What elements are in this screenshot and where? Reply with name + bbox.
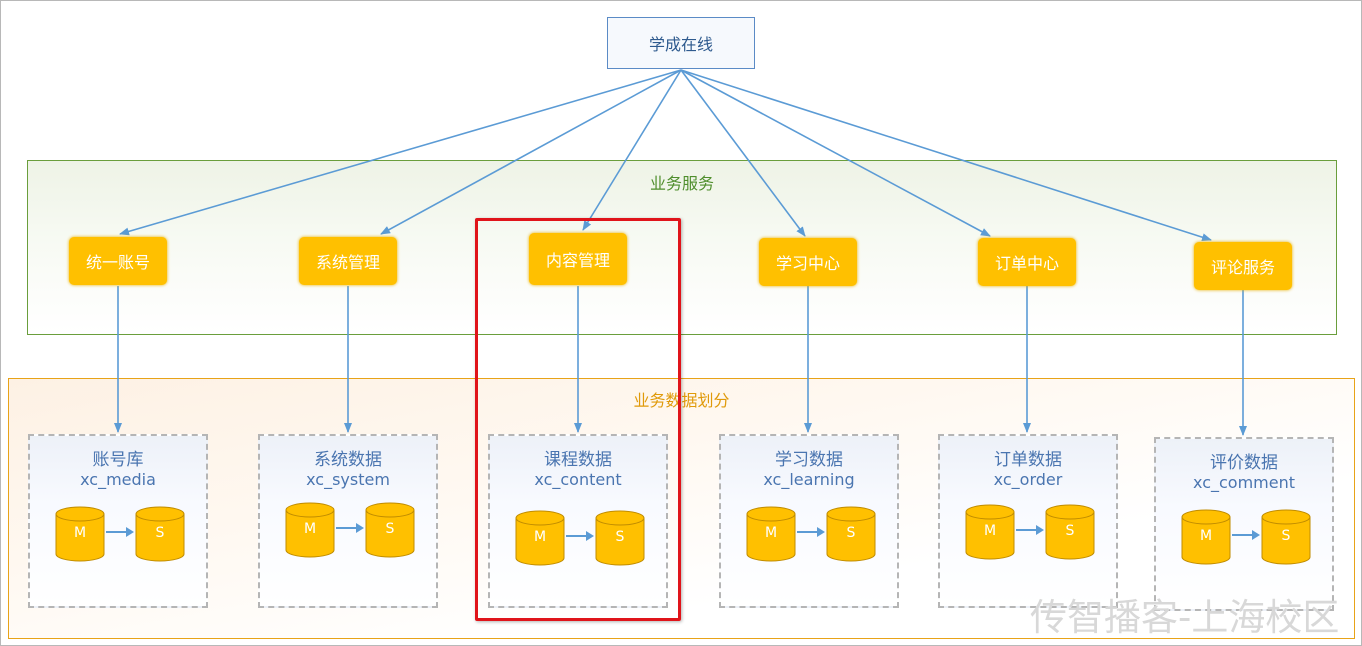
- content-highlight-box: [475, 218, 681, 621]
- db-title: 系统数据: [314, 450, 382, 470]
- master-db-icon: M: [745, 506, 797, 562]
- replication-arrow-icon: [1016, 525, 1044, 535]
- service-system: 系统管理: [299, 237, 397, 285]
- db-schema: xc_content: [534, 470, 622, 489]
- db-schema: xc_system: [306, 470, 390, 489]
- master-label: M: [73, 525, 87, 541]
- replication-arrow-icon: [566, 531, 594, 541]
- master-db-icon: M: [514, 510, 566, 566]
- slave-db-icon: S: [134, 506, 186, 562]
- data-partition-region: 业务数据划分: [8, 378, 1355, 639]
- db-content: 课程数据 xc_content M S: [488, 434, 668, 608]
- db-title: 课程数据: [544, 450, 612, 470]
- slave-db-icon: S: [1044, 504, 1096, 560]
- slave-db-icon: S: [825, 506, 877, 562]
- root-node: 学成在线: [607, 17, 755, 69]
- arrow-root-to-system: [380, 69, 682, 235]
- slave-label: S: [155, 525, 165, 541]
- arrow-root-to-order: [680, 69, 991, 237]
- business-services-region: 业务服务: [27, 160, 1337, 335]
- db-comment: 评价数据 xc_comment M S: [1154, 437, 1334, 611]
- slave-label: S: [1281, 528, 1291, 544]
- data-partition-title: 业务数据划分: [633, 391, 730, 410]
- replication-arrow-icon: [797, 527, 825, 537]
- db-learning: 学习数据 xc_learning M S: [719, 434, 899, 608]
- db-system: 系统数据 xc_system M S: [258, 434, 438, 608]
- slave-db-icon: S: [594, 510, 646, 566]
- service-account: 统一账号: [69, 237, 167, 285]
- service-learning: 学习中心: [759, 238, 857, 286]
- slave-label: S: [1065, 523, 1075, 539]
- service-comment: 评论服务: [1194, 242, 1292, 290]
- db-schema: xc_learning: [763, 470, 855, 489]
- service-content: 内容管理: [529, 233, 627, 285]
- service-order: 订单中心: [978, 238, 1076, 286]
- db-schema: xc_media: [80, 470, 156, 489]
- master-label: M: [303, 521, 317, 537]
- master-db-icon: M: [964, 504, 1016, 560]
- arrow-root-to-comment: [680, 69, 1212, 242]
- master-label: M: [1199, 528, 1213, 544]
- db-account: 账号库 xc_media M S: [28, 434, 208, 608]
- db-schema: xc_order: [993, 470, 1063, 489]
- master-label: M: [764, 525, 778, 541]
- master-db-icon: M: [284, 502, 336, 558]
- db-title: 订单数据: [994, 450, 1062, 470]
- slave-label: S: [846, 525, 856, 541]
- replication-arrow-icon: [1232, 530, 1260, 540]
- master-label: M: [533, 529, 547, 545]
- master-db-icon: M: [54, 506, 106, 562]
- replication-arrow-icon: [106, 527, 134, 537]
- watermark: 传智播客-上海校区: [1030, 596, 1340, 639]
- slave-label: S: [385, 521, 395, 537]
- slave-db-icon: S: [364, 502, 416, 558]
- arrow-root-to-content: [582, 69, 682, 231]
- business-services-title: 业务服务: [649, 174, 714, 193]
- db-order: 订单数据 xc_order M S: [938, 434, 1118, 608]
- master-label: M: [983, 523, 997, 539]
- db-title: 账号库: [92, 450, 144, 470]
- master-db-icon: M: [1180, 509, 1232, 565]
- db-schema: xc_comment: [1193, 473, 1295, 492]
- slave-db-icon: S: [1260, 509, 1312, 565]
- replication-arrow-icon: [336, 523, 364, 533]
- arrow-root-to-account: [119, 69, 682, 236]
- db-title: 评价数据: [1210, 453, 1278, 473]
- slave-label: S: [615, 529, 625, 545]
- db-title: 学习数据: [775, 450, 843, 470]
- arrow-root-to-learning: [680, 69, 806, 237]
